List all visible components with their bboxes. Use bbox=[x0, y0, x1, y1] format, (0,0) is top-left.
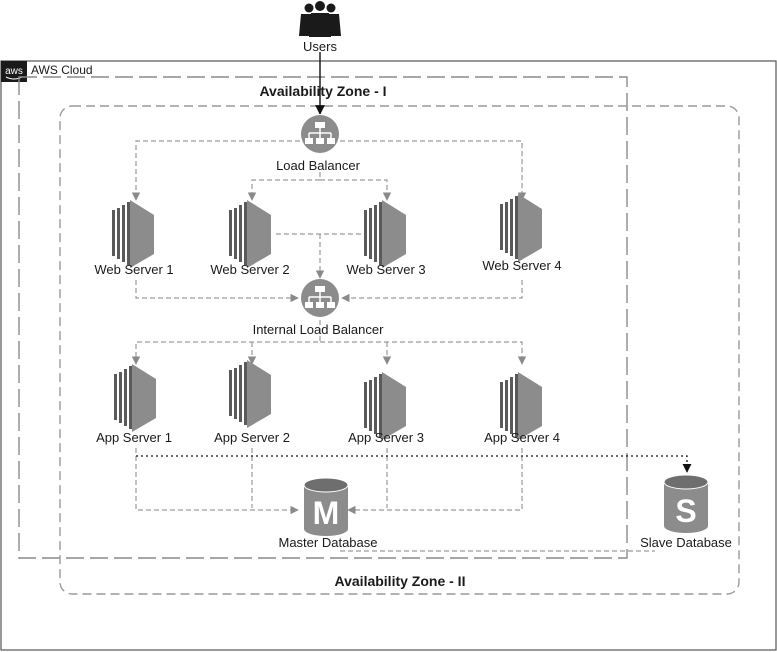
app-server-4: App Server 4 bbox=[484, 372, 560, 445]
server-icon bbox=[364, 200, 406, 268]
web-server-4: Web Server 4 bbox=[482, 194, 562, 273]
master-database-label: Master Database bbox=[279, 535, 378, 550]
slave-database-letter: S bbox=[675, 493, 696, 529]
master-database: M Master Database bbox=[279, 477, 378, 550]
web-server-1-label: Web Server 1 bbox=[94, 262, 173, 277]
server-icon bbox=[229, 360, 271, 428]
app-server-1: App Server 1 bbox=[96, 364, 172, 445]
app-server-2-label: App Server 2 bbox=[214, 430, 290, 445]
internal-load-balancer-icon bbox=[300, 278, 340, 318]
slave-database: S Slave Database bbox=[640, 474, 732, 557]
replication-arrow bbox=[136, 455, 692, 473]
aws-logo-text: aws bbox=[5, 66, 23, 77]
internal-load-balancer-label: Internal Load Balancer bbox=[253, 322, 384, 337]
app-server-2: App Server 2 bbox=[214, 360, 290, 445]
users-icon bbox=[299, 1, 341, 37]
web-tier-connections bbox=[131, 140, 527, 303]
web-server-2: Web Server 2 bbox=[210, 200, 290, 277]
web-server-4-label: Web Server 4 bbox=[482, 258, 561, 273]
web-server-2-label: Web Server 2 bbox=[210, 262, 289, 277]
server-icon bbox=[112, 200, 154, 268]
slave-database-label: Slave Database bbox=[640, 535, 732, 550]
availability-zone-1-label: Availability Zone - I bbox=[259, 83, 386, 99]
app-tier-connections bbox=[131, 320, 691, 552]
app-server-3: App Server 3 bbox=[348, 372, 424, 445]
server-icon bbox=[500, 194, 542, 262]
load-balancer-label: Load Balancer bbox=[276, 158, 361, 173]
server-icon bbox=[114, 364, 156, 432]
app-server-1-label: App Server 1 bbox=[96, 430, 172, 445]
users-label: Users bbox=[303, 39, 337, 54]
web-server-1: Web Server 1 bbox=[94, 200, 174, 277]
database-icon bbox=[663, 474, 709, 533]
database-icon bbox=[303, 477, 349, 536]
web-server-3-label: Web Server 3 bbox=[346, 262, 425, 277]
server-icon bbox=[229, 200, 271, 268]
availability-zone-2-label: Availability Zone - II bbox=[335, 573, 466, 589]
load-balancer-icon bbox=[300, 114, 340, 154]
web-server-3: Web Server 3 bbox=[346, 200, 426, 277]
aws-cloud-boundary bbox=[0, 60, 777, 651]
availability-zone-1 bbox=[18, 76, 628, 559]
availability-zone-2 bbox=[59, 105, 740, 595]
app-server-4-label: App Server 4 bbox=[484, 430, 560, 445]
app-server-3-label: App Server 3 bbox=[348, 430, 424, 445]
master-database-letter: M bbox=[313, 495, 340, 531]
aws-cloud-label: AWS Cloud bbox=[31, 63, 93, 77]
